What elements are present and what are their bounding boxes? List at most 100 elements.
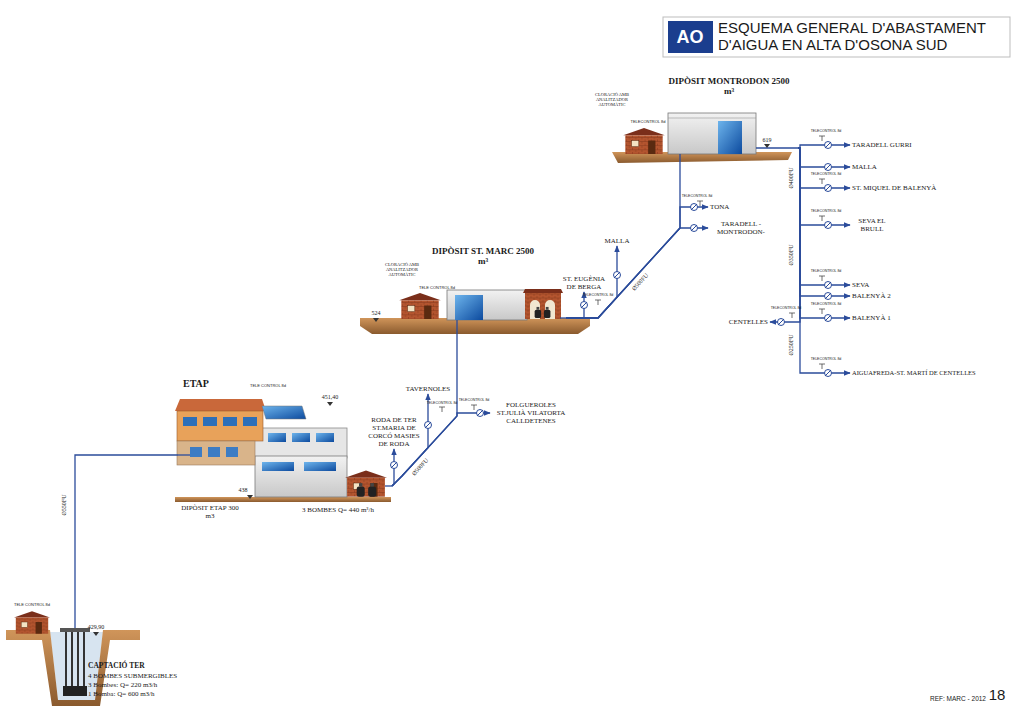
telecontrol-label: TELECONTROL 8d bbox=[811, 303, 842, 307]
telecontrol-symbol bbox=[819, 216, 825, 221]
supply-arrow bbox=[798, 148, 850, 188]
telecontrol-label: TELECONTROL 8d bbox=[811, 130, 842, 134]
valve-symbol bbox=[825, 282, 832, 289]
telecontrol-label: TELECONTROL 8d bbox=[811, 173, 842, 177]
valve-symbol bbox=[825, 370, 831, 376]
valve-symbol bbox=[691, 225, 697, 231]
diagram-title: ESQUEMA GENERAL D'ABASTAMENT D'AIGUA EN … bbox=[718, 20, 1010, 53]
telecontrol-symbol bbox=[819, 179, 825, 184]
pipe-diameter: Ø500FU bbox=[630, 271, 650, 292]
valve-symbol bbox=[778, 319, 785, 326]
valve-symbol bbox=[614, 272, 620, 278]
treatment-plant: ETAPDIPÒSIT ETAP 300 m33 BOMBES Q= 440 m… bbox=[178, 376, 392, 528]
destination-name: SEVA EL BRULL bbox=[852, 217, 892, 233]
valve-symbol bbox=[825, 370, 832, 377]
destination-name: MALLA bbox=[852, 163, 877, 171]
pipe-diameter: Ø550FU bbox=[61, 493, 67, 516]
supply-arrow bbox=[566, 207, 708, 318]
destination-node: TARADELL GURRI bbox=[850, 140, 914, 150]
valve-symbol bbox=[581, 302, 588, 309]
reference: REF: MARC - 2012 bbox=[930, 696, 986, 703]
destination-name: AIGUAFREDA-ST. MARTÍ DE CENTELLES bbox=[852, 369, 976, 376]
destination-name: TARADELL GURRI bbox=[852, 141, 912, 149]
valve-symbol bbox=[778, 319, 784, 325]
elevation: 524 bbox=[372, 310, 381, 316]
valve-symbol bbox=[825, 222, 831, 228]
station-note: 3 Bombes: Q= 220 m3/h bbox=[88, 681, 157, 689]
valve-symbol bbox=[614, 272, 621, 279]
valve-symbol bbox=[825, 142, 831, 148]
destination-node: BALENYÀ 1 bbox=[850, 313, 893, 323]
elevation: 438 bbox=[239, 487, 248, 493]
destination-name: TAVERNOLES bbox=[406, 385, 450, 393]
destination-name: CENTELLES bbox=[729, 318, 768, 326]
destination-name: TONA bbox=[710, 203, 729, 211]
station-note: CLORACIÓ AMB ANALITZADOR AUTOMÀTIC bbox=[588, 92, 636, 108]
destination-name: BALENYÀ 1 bbox=[852, 314, 891, 322]
station-note: 1 Bomba: Q= 600 m3/h bbox=[88, 690, 155, 698]
destination-node: MALLA bbox=[603, 236, 632, 246]
reservoir-station: DIPÒSIT ST. MARC 2500 m³CLORACIÓ AMB ANA… bbox=[368, 246, 566, 334]
valve-symbol bbox=[825, 315, 832, 322]
telecontrol-symbol bbox=[439, 407, 445, 412]
telecontrol-label: TELECONTROL 8d bbox=[682, 195, 713, 199]
telecontrol-symbol bbox=[819, 364, 825, 369]
destination-name: ST. MIQUEL DE BALENYÀ bbox=[852, 184, 936, 192]
destination-node: ST. EUGÈNIA DE BERGA bbox=[556, 274, 612, 292]
valve-symbol bbox=[691, 225, 698, 232]
destination-node: TONA bbox=[708, 202, 731, 212]
destination-node: MALLA bbox=[850, 162, 879, 172]
telecontrol-label: TELECONTROL 8d bbox=[771, 307, 802, 311]
telecontrol-label: TELECONTROL 8d bbox=[583, 294, 614, 298]
supply-arrow bbox=[566, 228, 708, 318]
valve-symbol bbox=[825, 142, 832, 149]
pipe-connector bbox=[392, 334, 457, 486]
intake-station: CAPTACIÓ TER4 BOMBES SUBMERGIBLES3 Bombe… bbox=[12, 596, 215, 704]
telecontrol-label: TELECONTROL 8d bbox=[427, 402, 458, 406]
destination-name: SEVA bbox=[852, 281, 869, 289]
pipe-diameter: Ø250FU bbox=[788, 333, 794, 356]
destination-node: SEVA EL BRULL bbox=[850, 216, 894, 234]
supply-arrow bbox=[798, 148, 850, 225]
telecontrol-label: TELECONTROL 8d bbox=[811, 358, 842, 362]
valve-symbol bbox=[825, 185, 831, 191]
valve-symbol bbox=[581, 302, 587, 308]
telecontrol-symbol bbox=[471, 405, 477, 410]
valve-symbol bbox=[825, 185, 832, 192]
telecontrol-symbol bbox=[819, 276, 825, 281]
elevation: 619 bbox=[763, 137, 772, 143]
destination-node: TAVERNOLES bbox=[404, 384, 452, 394]
telecontrol-label: TELECONTROL 8d bbox=[631, 120, 666, 124]
telecontrol-symbol bbox=[595, 300, 601, 305]
destination-node: SEVA bbox=[850, 280, 871, 290]
telecontrol-symbol bbox=[697, 201, 703, 206]
pipe-diameter: Ø350FU bbox=[788, 243, 794, 266]
destination-node: ST. MIQUEL DE BALENYÀ bbox=[850, 183, 938, 193]
valve-symbol bbox=[477, 410, 483, 416]
valve-symbol bbox=[825, 222, 832, 229]
telecontrol-symbol bbox=[789, 313, 795, 318]
page-number: 18 bbox=[989, 687, 1006, 702]
telecontrol-symbol bbox=[819, 136, 825, 141]
supply-arrow bbox=[798, 148, 850, 318]
destination-name: FOLGUEROLES ST.JULIÀ VILATORTA CALLDETEN… bbox=[492, 401, 570, 425]
destination-node: RODA DE TER ST.MARIA DE CORCÓ MASIES DE … bbox=[366, 415, 422, 449]
destination-name: MALLA bbox=[605, 237, 630, 245]
station-note: 4 BOMBES SUBMERGIBLES bbox=[88, 672, 177, 680]
supply-arrow bbox=[770, 148, 800, 322]
station-note: DIPÒSIT ETAP 300 m3 bbox=[178, 504, 242, 520]
station-note: 3 BOMBES Q= 440 m³/h bbox=[302, 506, 374, 514]
telecontrol-symbol bbox=[819, 309, 825, 314]
supply-arrow bbox=[798, 148, 850, 373]
valve-symbol bbox=[825, 293, 832, 300]
supply-arrow bbox=[798, 148, 850, 296]
valve-symbol bbox=[825, 282, 831, 288]
telecontrol-label: TELECONTROL 8d bbox=[811, 270, 842, 274]
destination-name: TARADELL -MONTRODON- bbox=[710, 220, 772, 236]
station-note: CLORACIÓ AMB ANALITZADOR AUTOMÀTIC bbox=[378, 262, 426, 278]
valve-symbol bbox=[825, 164, 831, 170]
pipe-connector bbox=[566, 162, 680, 318]
destination-node: CENTELLES bbox=[727, 317, 770, 327]
destination-node: BALENYÀ 2 bbox=[850, 291, 893, 301]
